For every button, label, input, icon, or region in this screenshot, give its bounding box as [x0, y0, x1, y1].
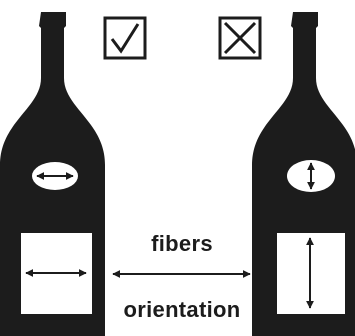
right-bottle — [252, 12, 355, 336]
check-icon — [103, 16, 147, 60]
label-fibers: fibers — [151, 231, 213, 256]
cross-icon — [218, 16, 262, 60]
left-bottle — [0, 12, 105, 336]
label-orientation: orientation — [124, 297, 241, 322]
